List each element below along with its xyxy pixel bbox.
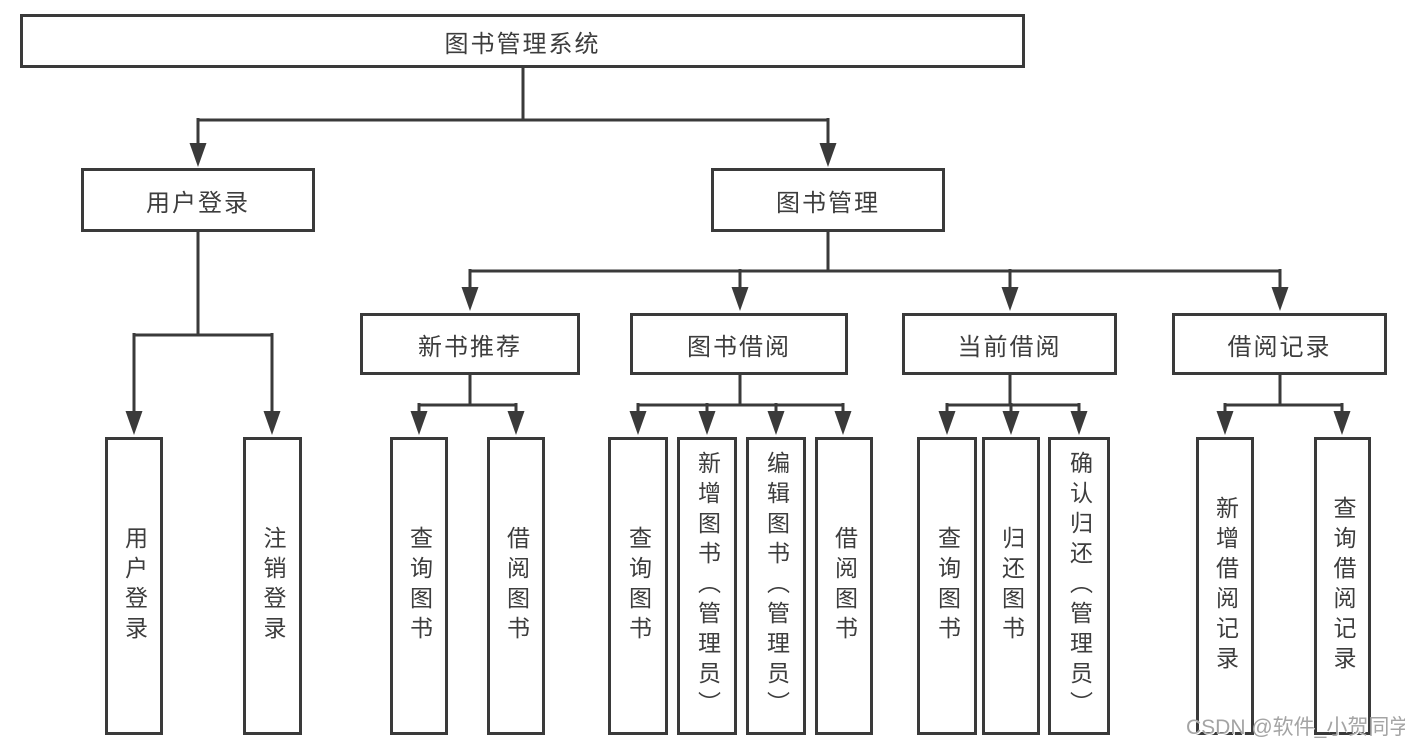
leaf-confirm-return-admin: 确认归还（管理员） <box>1048 437 1110 735</box>
leaf-label: 查询图书 <box>934 526 961 646</box>
arrow-down-icon <box>698 411 716 435</box>
arrow-down-icon <box>507 411 525 435</box>
connector-current-borrow-to-leaves <box>945 375 1081 414</box>
node-root-label: 图书管理系统 <box>444 30 601 58</box>
arrow-down-icon <box>819 143 837 167</box>
leaf-edit-books-admin: 编辑图书（管理员） <box>746 437 806 735</box>
connector-records-to-leaves <box>1223 375 1344 414</box>
leaf-add-borrow-record: 新增借阅记录 <box>1196 437 1254 735</box>
leaf-label: 查询图书 <box>406 526 433 646</box>
arrow-down-icon <box>125 411 143 435</box>
arrow-down-icon <box>410 411 428 435</box>
arrow-down-icon <box>263 411 281 435</box>
leaf-label: 查询图书 <box>625 526 652 646</box>
node-user-login-label: 用户登录 <box>146 189 250 217</box>
arrow-down-icon <box>834 411 852 435</box>
leaf-query-books: 查询图书 <box>917 437 977 735</box>
arrow-down-icon <box>1333 411 1351 435</box>
arrow-down-icon <box>731 287 749 311</box>
arrow-down-icon <box>1002 411 1020 435</box>
arrow-down-icon <box>938 411 956 435</box>
node-user-login: 用户登录 <box>81 168 315 232</box>
connector-book-management-to-sections <box>468 232 1282 291</box>
connector-root-to-level1 <box>196 68 830 146</box>
leaf-label: 归还图书 <box>998 526 1025 646</box>
leaf-label: 新增图书（管理员） <box>694 451 721 721</box>
leaf-add-books-admin: 新增图书（管理员） <box>677 437 737 735</box>
leaf-label: 借阅图书 <box>831 526 858 646</box>
node-new-book-recommend-label: 新书推荐 <box>418 333 522 361</box>
leaf-borrow-books: 借阅图书 <box>815 437 873 735</box>
node-root: 图书管理系统 <box>20 14 1025 68</box>
node-book-borrow: 图书借阅 <box>630 313 848 375</box>
leaf-label: 查询借阅记录 <box>1330 496 1356 676</box>
leaf-query-books: 查询图书 <box>390 437 448 735</box>
node-book-management-label: 图书管理 <box>776 189 880 217</box>
arrow-down-icon <box>1216 411 1234 435</box>
leaf-label: 注销登录 <box>260 526 286 646</box>
arrowheads <box>125 143 1351 435</box>
node-current-borrow-label: 当前借阅 <box>957 333 1062 361</box>
leaf-label: 用户登录 <box>121 526 148 646</box>
leaf-return-books: 归还图书 <box>982 437 1040 735</box>
arrow-down-icon <box>629 411 647 435</box>
leaf-borrow-books: 借阅图书 <box>487 437 545 735</box>
node-book-borrow-label: 图书借阅 <box>687 333 791 361</box>
node-borrow-records: 借阅记录 <box>1172 313 1387 375</box>
leaf-user-login: 用户登录 <box>105 437 163 735</box>
leaf-query-books: 查询图书 <box>608 437 668 735</box>
node-book-management: 图书管理 <box>711 168 945 232</box>
arrow-down-icon <box>767 411 785 435</box>
connector-new-book-to-leaves <box>417 375 518 414</box>
node-current-borrow: 当前借阅 <box>902 313 1117 375</box>
arrow-down-icon <box>1001 287 1019 311</box>
leaf-label: 新增借阅记录 <box>1212 496 1239 676</box>
arrow-down-icon <box>189 143 207 167</box>
connector-book-borrow-to-leaves <box>636 375 845 414</box>
leaf-label: 借阅图书 <box>503 526 530 646</box>
node-new-book-recommend: 新书推荐 <box>360 313 580 375</box>
arrow-down-icon <box>1070 411 1088 435</box>
arrow-down-icon <box>1271 287 1289 311</box>
watermark-text: CSDN @软件_小贺同学 <box>1186 716 1405 739</box>
arrow-down-icon <box>461 287 479 311</box>
connector-user-login-to-leaves <box>132 232 274 414</box>
leaf-logout: 注销登录 <box>243 437 302 735</box>
leaf-label: 确认归还（管理员） <box>1066 451 1093 721</box>
leaf-query-borrow-record: 查询借阅记录 <box>1314 437 1371 735</box>
node-borrow-records-label: 借阅记录 <box>1227 333 1332 361</box>
leaf-label: 编辑图书（管理员） <box>763 451 790 721</box>
